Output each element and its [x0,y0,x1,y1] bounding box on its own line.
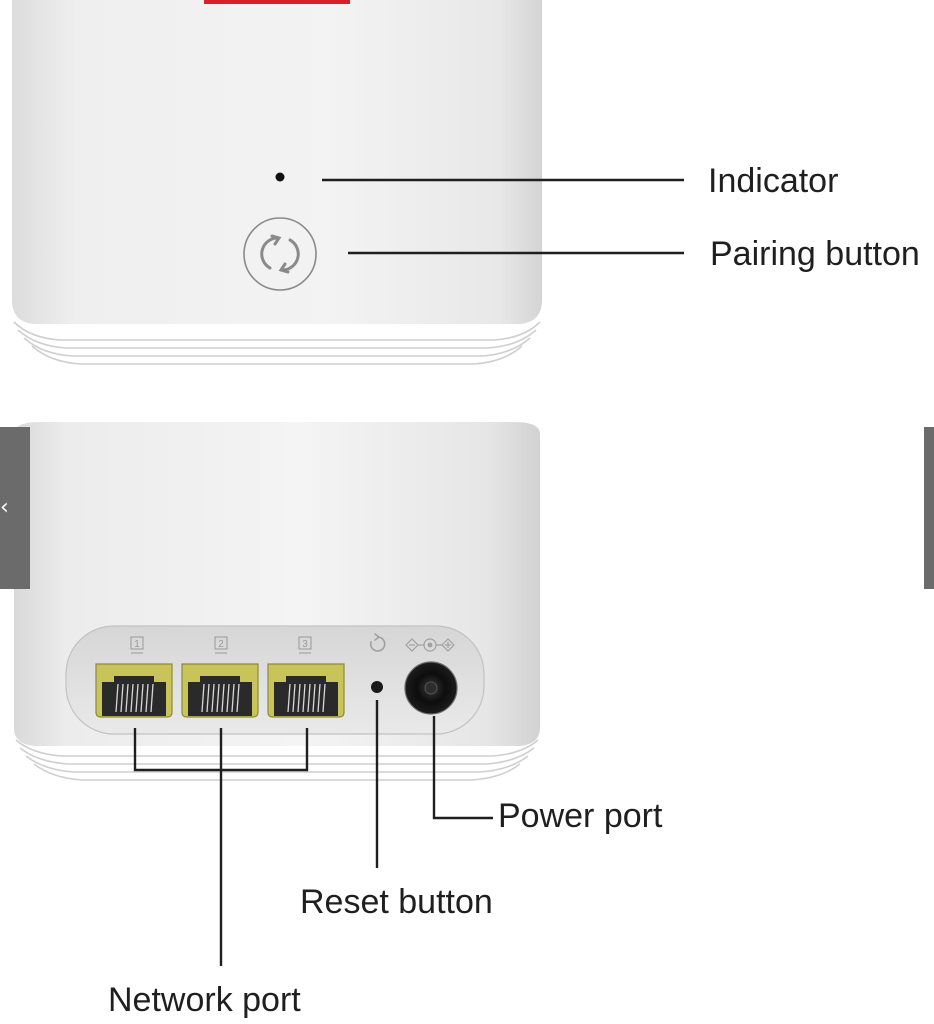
reset-button-label: Reset button [300,883,493,921]
indicator-light [275,172,285,182]
power-port-label: Power port [498,797,663,835]
gallery-next-tab[interactable] [924,427,934,589]
rear-base-vents [15,739,539,781]
dc-polarity-icon [405,638,455,652]
pairing-button[interactable] [243,217,317,291]
power-jack[interactable] [404,661,458,715]
port-number-labels: 1 2 3 [130,636,312,654]
reset-pinhole[interactable] [371,681,383,693]
top-accent-strip [204,0,350,4]
power-leader [432,716,493,820]
port-number-2: 2 [218,639,224,650]
ethernet-port-1[interactable] [95,663,173,718]
front-base-vents [13,321,541,365]
router-rear-view: 1 2 3 [14,422,540,781]
chevron-left-icon: ‹ [0,495,9,520]
ethernet-port-2[interactable] [181,663,259,718]
pairing-button-label: Pairing button [710,235,920,273]
gallery-prev-tab[interactable]: ‹ [0,427,30,589]
port-number-1: 1 [134,639,140,650]
leader-lines [133,178,684,966]
pairing-refresh-icon [260,234,300,274]
network-port-label: Network port [108,981,301,1019]
port-number-3: 3 [302,639,308,650]
reset-arrow-icon [369,633,386,652]
ethernet-port-3[interactable] [267,663,345,718]
router-front-view [12,0,542,365]
indicator-label: Indicator [708,162,839,200]
